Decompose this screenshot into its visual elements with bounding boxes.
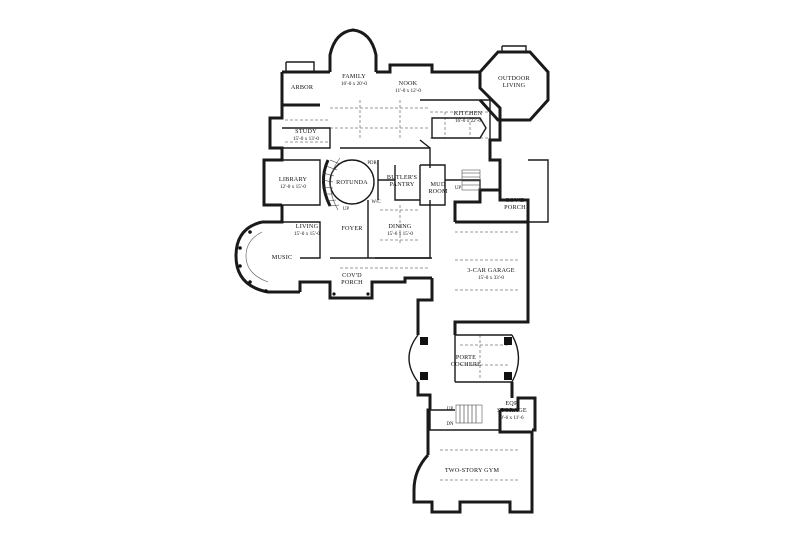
rotunda-stair — [321, 157, 375, 211]
dims-eqp-storage: 9'-6 x 11'-6 — [500, 415, 524, 421]
room-labels: ARBOR FAMILY 16'-0 x 20'-0 NOOK 11'-0 x … — [272, 73, 531, 474]
label-butlers-pantry-2: PANTRY — [389, 181, 414, 188]
label-rotunda: ROTUNDA — [336, 179, 368, 186]
label-pdr: PDR — [367, 161, 377, 166]
dims-study: 15'-0 x 13'-0 — [293, 136, 319, 142]
ceiling-beam-lines — [285, 100, 520, 481]
exterior-walls — [234, 28, 550, 514]
label-mud-room-1: MUD — [430, 181, 445, 188]
label-wc: W/C — [371, 200, 380, 205]
label-foyer: FOYER — [341, 225, 363, 232]
label-up-mud: UP — [455, 186, 461, 191]
dims-kitchen: 16'-0 x 22'-6 — [455, 118, 481, 124]
label-music: MUSIC — [272, 254, 293, 261]
porte-cochere-columns — [420, 337, 512, 380]
label-arbor: ARBOR — [291, 84, 314, 91]
label-covd-porch-front-2: PORCH — [341, 279, 363, 286]
label-living: LIVING — [296, 223, 319, 230]
label-study: STUDY — [295, 128, 317, 135]
dims-library: 12'-0 x 15'-0 — [280, 184, 306, 190]
label-up-rotunda: UP — [343, 207, 349, 212]
label-family: FAMILY — [342, 73, 366, 80]
mud-room-stair — [461, 169, 481, 191]
label-kitchen: KITCHEN — [454, 110, 483, 117]
label-nook: NOOK — [399, 80, 418, 87]
dims-dining: 15'-6 x 15'-0 — [387, 231, 413, 237]
dims-family: 16'-0 x 20'-0 — [341, 81, 367, 87]
kitchen-island — [431, 117, 487, 139]
label-eqp-storage-1: EQP. — [505, 400, 519, 407]
dims-nook: 11'-0 x 12'-0 — [395, 88, 421, 94]
gym-stair — [455, 404, 483, 424]
label-covd-porch-right-1: COV'D — [505, 197, 525, 204]
label-porte-cochere-1: PORTE — [456, 354, 476, 361]
label-garage: 3-CAR GARAGE — [467, 267, 515, 274]
interior-walls — [282, 99, 512, 431]
label-up-gym: UP — [447, 407, 453, 412]
front-porch-columns — [332, 28, 370, 296]
label-dn-gym: DN — [447, 422, 454, 427]
label-gym: TWO-STORY GYM — [445, 467, 500, 474]
label-mud-room-2: ROOM — [428, 188, 448, 195]
dims-garage: 15'-0 x 33'-0 — [478, 275, 504, 281]
dims-living: 15'-0 x 15'-0 — [294, 231, 320, 237]
label-covd-porch-front-1: COV'D — [342, 272, 362, 279]
label-butlers-pantry-1: BUTLER'S — [387, 174, 418, 181]
label-covd-porch-right-2: PORCH — [504, 204, 526, 211]
music-room-columns — [238, 230, 269, 293]
label-eqp-storage-2: STORAGE — [497, 407, 527, 414]
label-library: LIBRARY — [279, 176, 308, 183]
label-dining: DINING — [388, 223, 412, 230]
label-outdoor-living-1: OUTDOOR — [498, 75, 530, 82]
label-outdoor-living-2: LIVING — [503, 82, 526, 89]
label-porte-cochere-2: COCHERE — [451, 361, 481, 368]
